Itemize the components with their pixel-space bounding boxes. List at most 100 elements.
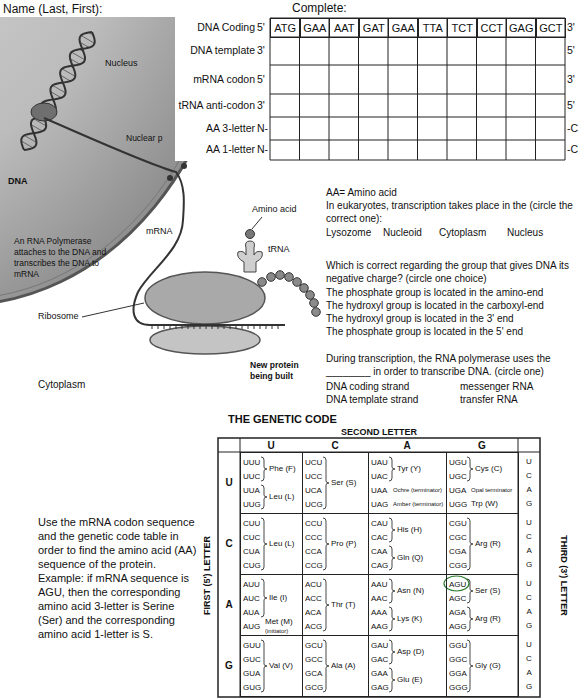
row-label: DNA Coding	[197, 21, 255, 34]
codon: UUA	[243, 485, 260, 496]
row-header: A	[226, 598, 233, 611]
codon: UAG	[371, 499, 388, 510]
codon: GUC	[243, 654, 261, 665]
codon: AAA	[371, 607, 387, 618]
third-letter: U	[526, 456, 532, 467]
codon-box: GAA	[300, 18, 331, 38]
header-band	[0, 0, 584, 17]
table-title: THE GENETIC CODE	[228, 412, 337, 426]
codon: GGU	[449, 640, 467, 651]
codon: CGA	[449, 546, 466, 557]
codon-table-cell: UAUUACTyr (Y)UAAOchre (terminator)UAGAmb…	[368, 452, 447, 514]
codon: UCG	[305, 499, 323, 510]
codon: AGC	[449, 593, 466, 604]
part-label: New protein being built	[250, 360, 312, 382]
mrna-bases	[152, 325, 278, 329]
codon: UAA	[371, 485, 387, 496]
answer-choice: Lysozome	[326, 226, 371, 239]
protein-chain	[258, 271, 321, 317]
codon: GCG	[305, 682, 323, 693]
amino-acid: Ala (A)	[331, 661, 368, 671]
codon-text: GCT	[539, 21, 562, 35]
third-letter: G	[526, 498, 532, 509]
answer-choice: Cytoplasm	[439, 226, 486, 239]
nuclear-pore	[167, 175, 173, 181]
answer-choice: transfer RNA	[460, 393, 518, 406]
codon-box: GAG	[506, 18, 537, 38]
codon: UGC	[449, 471, 467, 482]
codon: CGC	[449, 532, 467, 543]
mrna-strand	[44, 118, 285, 325]
codon-note: Amber (terminator)	[393, 501, 446, 508]
question-text: During transcription, the RNA polymerase…	[326, 352, 580, 378]
amino-acid: His (H)	[397, 525, 446, 535]
amino-acid: Leu (L)	[269, 492, 302, 502]
codon-box: CCT	[477, 18, 508, 38]
answer-choice: DNA coding strand	[326, 380, 409, 393]
row-label: DNA template	[190, 44, 255, 57]
third-letter: U	[526, 517, 532, 528]
dna-helix	[21, 32, 95, 150]
codon: ACA	[305, 607, 321, 618]
codon: GGC	[449, 654, 467, 665]
codon: CCC	[305, 532, 322, 543]
codon: GCA	[305, 668, 322, 679]
codon: UAU	[371, 457, 388, 468]
codon-box: TTA	[418, 18, 449, 38]
codon: CGG	[449, 560, 467, 571]
part-label: mRNA	[146, 226, 173, 237]
codon-table-cell: CAUCACHis (H)CAACAGGln (Q)	[368, 513, 447, 575]
third-letter: C	[526, 653, 532, 664]
part-label: Amino acid	[252, 204, 297, 215]
codon-table-cell: CGUCGCCGACGGArg (R)	[446, 513, 519, 575]
amino-acid: Asp (D)	[397, 647, 446, 657]
axis-title: THIRD (3') LETTER	[557, 535, 568, 616]
codon-table-cell: GAUGACAsp (D)GAAGAGGlu (E)	[368, 635, 447, 697]
strand-end: 3'	[257, 99, 265, 112]
codon-box: ATG	[270, 18, 301, 38]
trna-shape	[238, 241, 263, 272]
codon: AAC	[371, 593, 387, 604]
codon: UGG	[449, 499, 467, 510]
codon: GCC	[305, 654, 323, 665]
amino-acid: Tyr (Y)	[397, 464, 446, 474]
question-text: In eukaryotes, transcription takes place…	[326, 199, 580, 225]
strand-end: 3'	[257, 44, 265, 57]
callout-note: An RNA Polymerase attaches to the DNA an…	[14, 236, 114, 280]
codon-table-cell: UGUUGCCys (C)UGAOpal terminatorUGGTrp (W…	[446, 452, 519, 514]
axis-title: FIRST (5') LETTER	[202, 535, 213, 614]
amino-acid: Ser (S)	[331, 478, 368, 488]
codon-box: GAT	[359, 18, 390, 38]
codon: GUU	[243, 640, 261, 651]
part-label: DNA	[8, 176, 28, 187]
strand-end: -C	[567, 122, 578, 135]
codon: GGA	[449, 668, 467, 679]
codon-box: GAA	[388, 18, 419, 38]
codon-text: GAG	[509, 21, 533, 35]
form-label: Name (Last, First):	[3, 2, 102, 17]
codon: CUG	[243, 560, 261, 571]
strand-end: 3'	[567, 21, 575, 34]
amino-acid: Ile (I)	[269, 593, 302, 603]
part-label: tRNA	[268, 244, 290, 255]
strand-end: 5'	[567, 44, 575, 57]
codon: ACG	[305, 621, 322, 632]
codon-text: GAA	[392, 21, 415, 35]
amino-acid: Glu (E)	[397, 675, 446, 685]
codon-box: GCT	[536, 18, 567, 38]
question-text: Which is correct regarding the group tha…	[326, 259, 580, 285]
third-letter: U	[526, 578, 532, 589]
codon: UUU	[243, 457, 260, 468]
third-letter: A	[527, 545, 532, 556]
codon-table-cell: UUUUUCPhe (F)UUAUUGLeu (L)	[240, 452, 303, 514]
codon: CCU	[305, 518, 322, 529]
codon-text: TCT	[452, 21, 473, 35]
codon: CCG	[305, 560, 323, 571]
codon: GAA	[371, 668, 388, 679]
codon: GUA	[243, 668, 260, 679]
codon-table-cell: ACUACCACAACGThr (T)	[302, 574, 369, 636]
amino-acid-bead	[246, 230, 255, 239]
codon: GAC	[371, 654, 388, 665]
codon: AUU	[243, 579, 260, 590]
codon: AAG	[371, 621, 388, 632]
